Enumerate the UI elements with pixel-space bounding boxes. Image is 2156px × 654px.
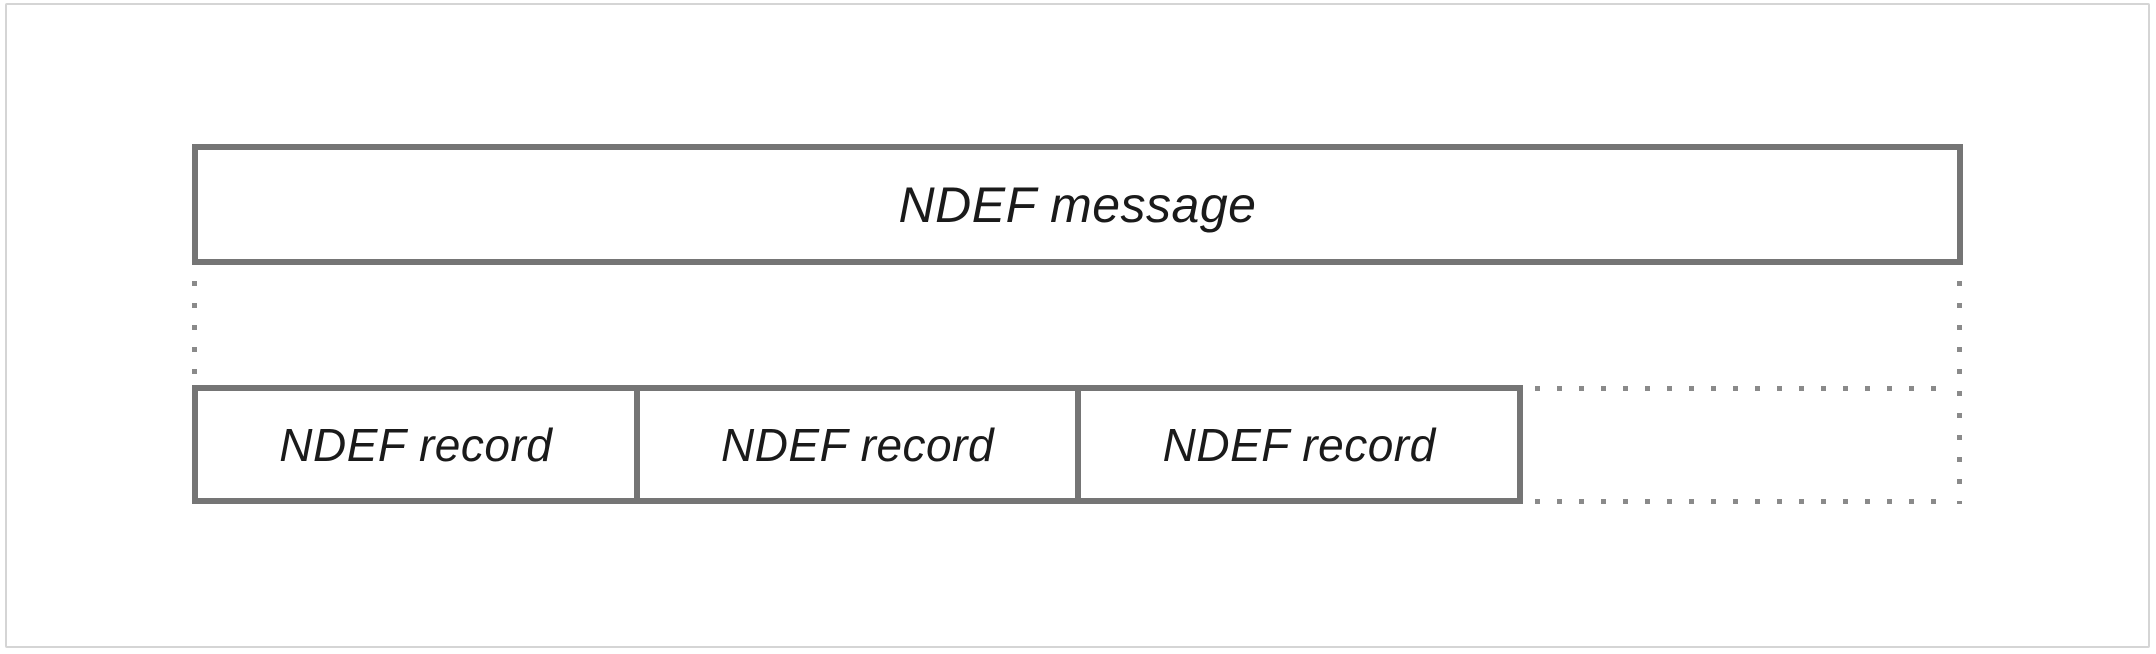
dotted-connector-left: [192, 281, 197, 381]
ndef-record-label: NDEF record: [1162, 418, 1436, 471]
ndef-record-label: NDEF record: [279, 418, 553, 471]
dotted-extension-bottom: [1535, 499, 1953, 504]
dotted-connector-right: [1957, 281, 1962, 504]
ndef-records-row: NDEF record NDEF record NDEF record: [192, 385, 1524, 504]
ndef-record-box: NDEF record: [1081, 385, 1524, 504]
dotted-extension-top: [1535, 386, 1953, 391]
ndef-record-box: NDEF record: [639, 385, 1082, 504]
ndef-record-label: NDEF record: [720, 418, 995, 471]
outer-frame-border: [5, 3, 2150, 648]
ndef-message-label: NDEF message: [898, 176, 1257, 233]
ndef-message-box: NDEF message: [192, 144, 1963, 265]
ndef-record-box: NDEF record: [192, 385, 640, 504]
